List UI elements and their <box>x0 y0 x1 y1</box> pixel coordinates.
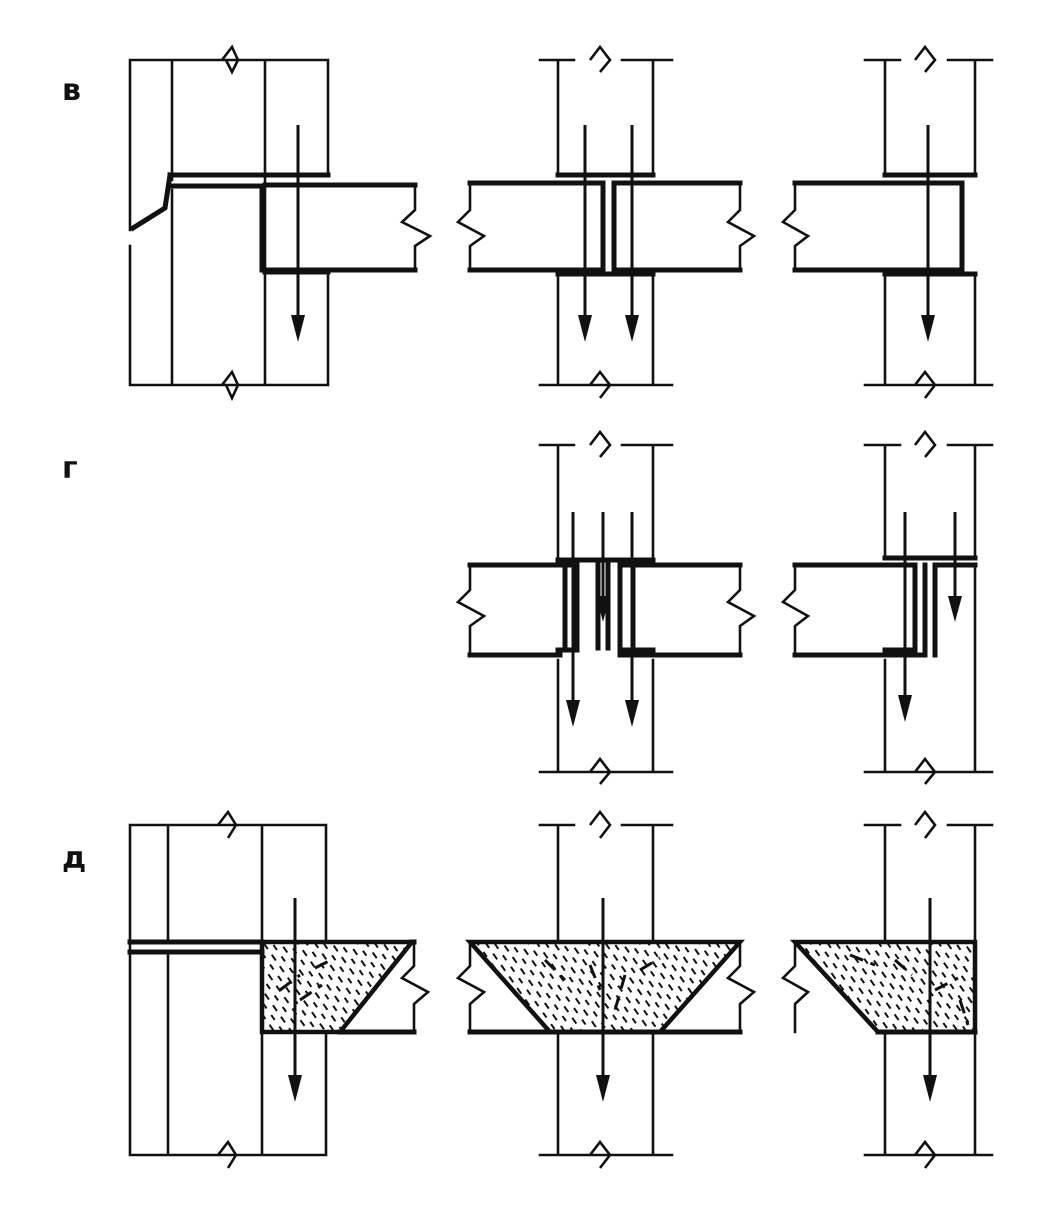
joint-d3 <box>780 809 994 1169</box>
joint-d1 <box>127 809 431 1169</box>
row-label-v: в <box>62 73 81 108</box>
joint-v1 <box>128 44 433 402</box>
joint-g2 <box>780 429 994 785</box>
joint-v2 <box>455 44 757 399</box>
row-label-d: д <box>62 841 86 876</box>
joint-g1 <box>455 429 757 785</box>
joint-d2 <box>455 809 757 1169</box>
row-label-g: г <box>62 451 78 486</box>
joint-v3 <box>780 44 994 399</box>
